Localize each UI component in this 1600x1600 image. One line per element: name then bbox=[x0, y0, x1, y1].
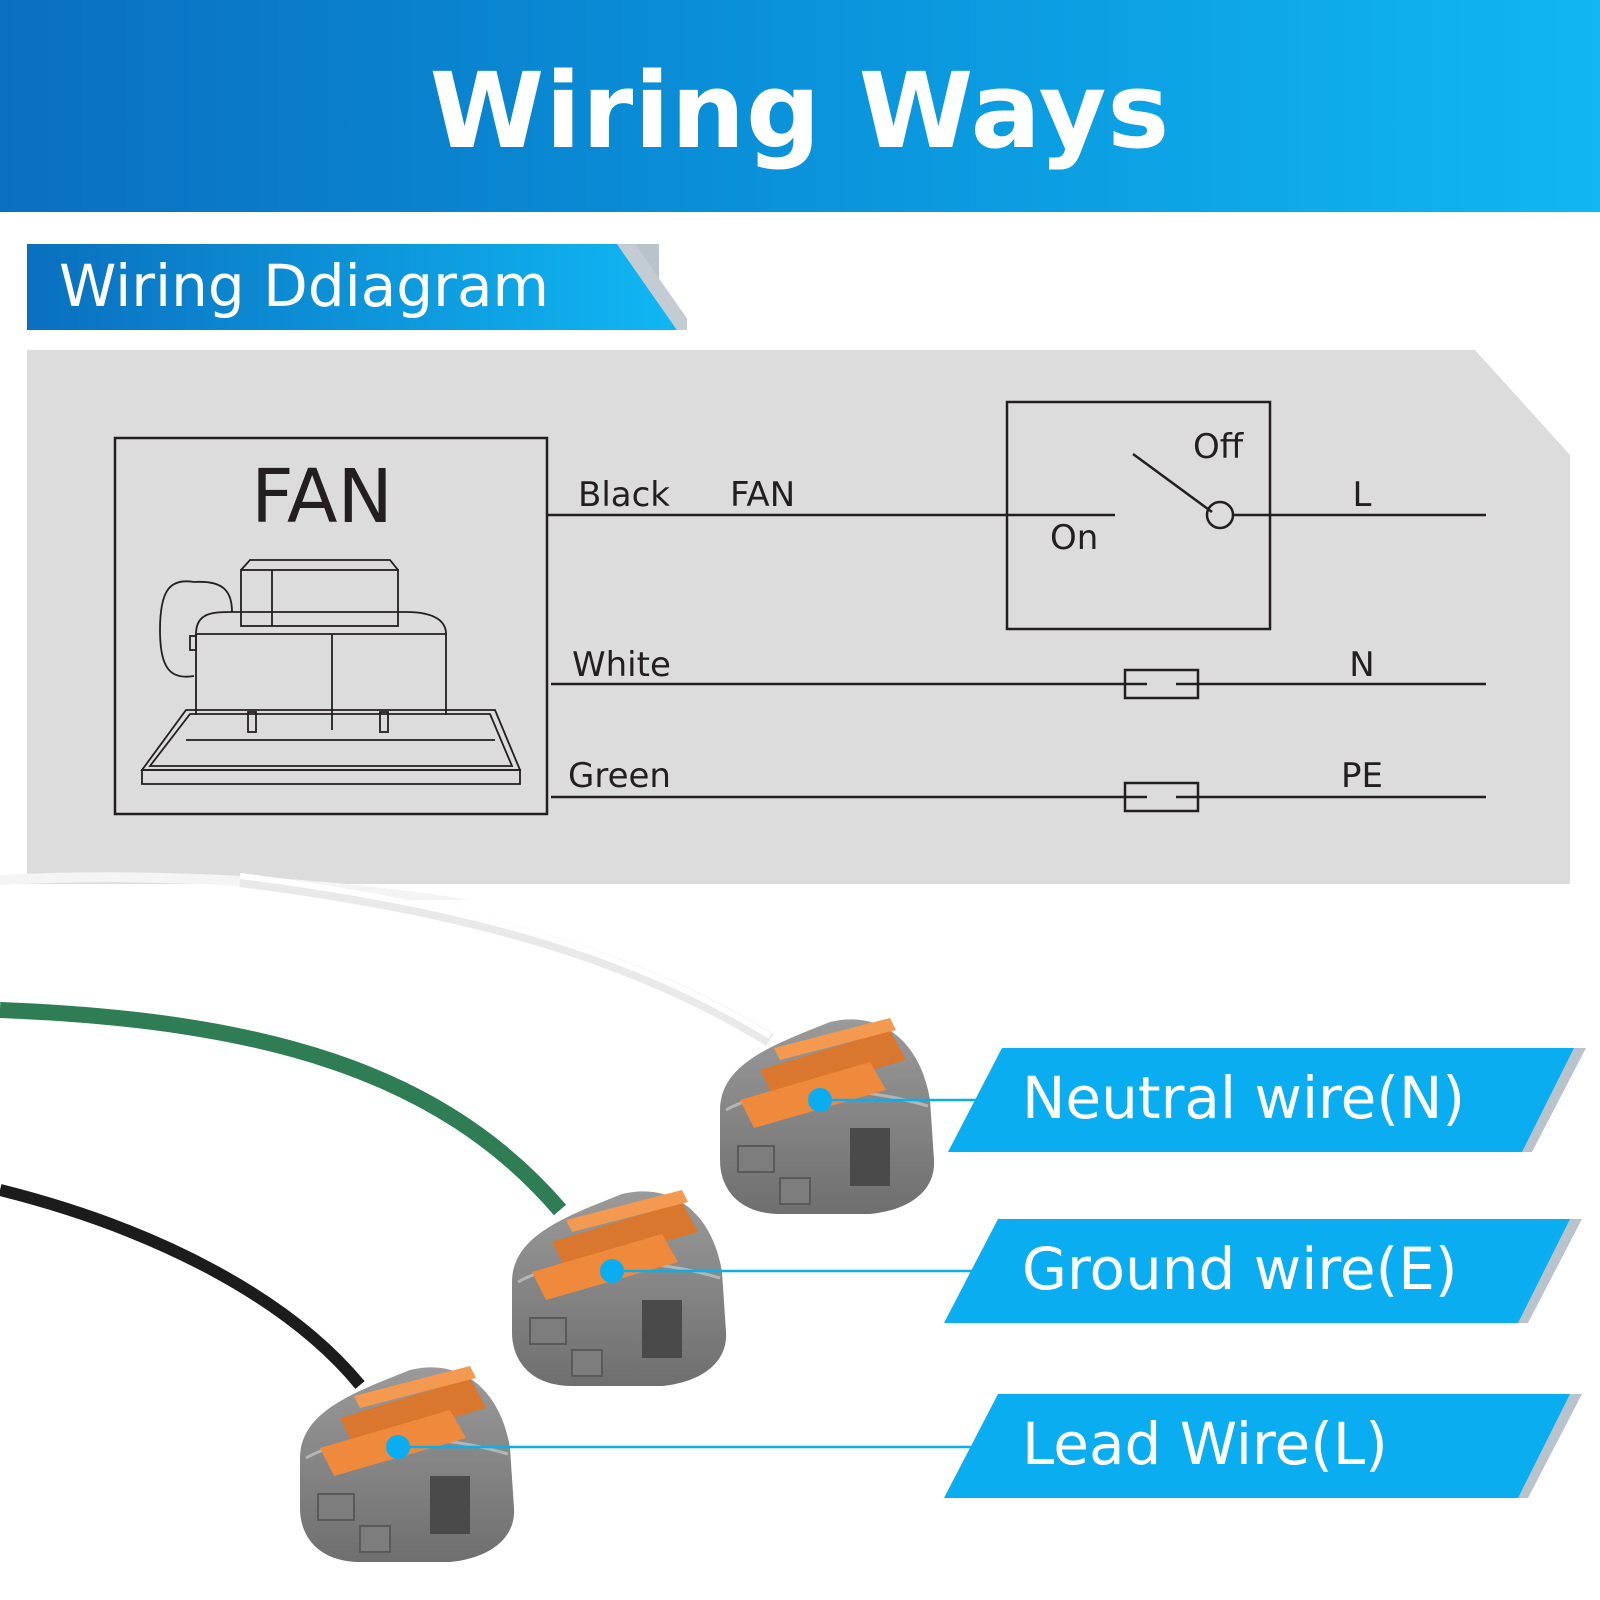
label-neutral: Neutral wire(N) bbox=[1022, 1064, 1465, 1132]
neutral-connector bbox=[718, 1016, 936, 1216]
page-title: Wiring Ways bbox=[429, 50, 1171, 172]
label-ground: Ground wire(E) bbox=[1022, 1235, 1458, 1303]
label-black: Black bbox=[578, 475, 670, 515]
black-wire bbox=[0, 1184, 365, 1389]
subtitle-text: Wiring Ddiagram bbox=[59, 252, 549, 320]
neutral-banner: Neutral wire(N) bbox=[948, 1048, 1588, 1152]
ground-banner: Ground wire(E) bbox=[944, 1219, 1584, 1323]
green-wire bbox=[0, 1002, 567, 1216]
label-switch-on: On bbox=[1050, 518, 1098, 558]
white-wire bbox=[239, 873, 774, 1046]
fan-illustration bbox=[140, 559, 522, 785]
ground-connector bbox=[510, 1188, 728, 1388]
diagram-panel bbox=[27, 350, 1570, 884]
label-terminal-n: N bbox=[1349, 645, 1374, 685]
lead-banner: Lead Wire(L) bbox=[944, 1394, 1584, 1498]
header-banner: Wiring Ways bbox=[0, 0, 1600, 212]
label-fan-wire: FAN bbox=[730, 475, 795, 515]
label-terminal-l: L bbox=[1353, 475, 1372, 515]
fan-box-label: FAN bbox=[251, 454, 393, 540]
label-lead: Lead Wire(L) bbox=[1022, 1410, 1388, 1478]
white-wire-highlight bbox=[239, 873, 772, 1039]
neutral-dot bbox=[808, 1088, 832, 1112]
lead-dot bbox=[386, 1435, 410, 1459]
label-terminal-pe: PE bbox=[1341, 756, 1383, 796]
wiring-diagram: FAN Black FAN Off On L White N Green PE bbox=[0, 350, 1570, 900]
subtitle-banner: Wiring Ddiagram bbox=[27, 244, 687, 330]
label-white: White bbox=[572, 645, 671, 685]
label-green: Green bbox=[568, 756, 671, 796]
fan-box bbox=[113, 436, 549, 816]
label-switch-off: Off bbox=[1193, 427, 1245, 467]
connector-illustration bbox=[0, 873, 990, 1564]
ground-dot bbox=[600, 1259, 624, 1283]
subtitle-banner-shape bbox=[27, 244, 687, 330]
lead-connector bbox=[298, 1364, 516, 1564]
switch-lever bbox=[1132, 452, 1213, 514]
